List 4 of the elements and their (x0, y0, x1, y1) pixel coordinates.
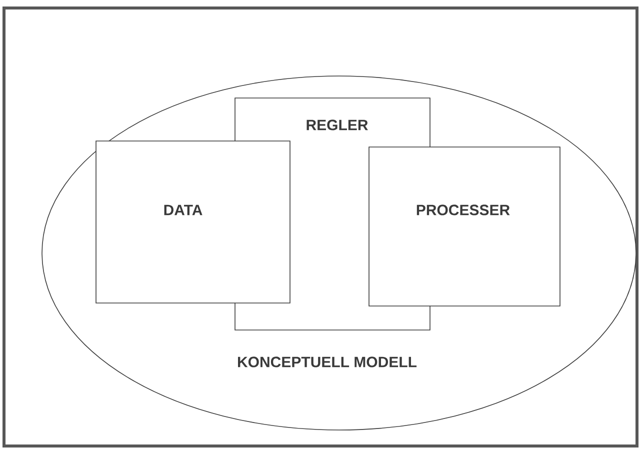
box-label: REGLER (306, 120, 368, 130)
box-label: DATA (164, 204, 202, 216)
box-label: KONCEPTUELL MODELL (238, 356, 417, 368)
box-label: PROCESSER (416, 204, 510, 216)
